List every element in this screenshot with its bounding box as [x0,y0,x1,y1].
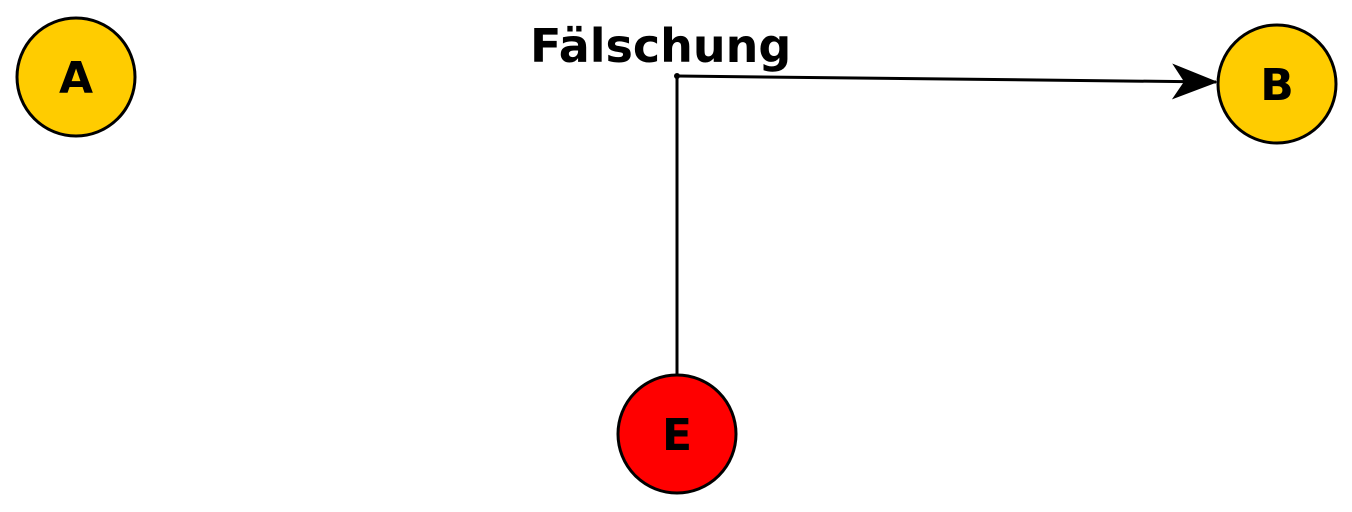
node-a-circle [15,16,137,138]
node-a-label: A [59,53,93,104]
edge-label: Fälschung [530,19,791,73]
node-b-circle [1216,23,1338,145]
edge-junction-dot [674,73,680,79]
node-b: B [1216,23,1338,145]
node-e: E [616,373,738,495]
node-b-label: B [1260,60,1294,111]
node-e-label: E [662,410,692,461]
edge-horizontal-arrow [676,63,1218,100]
node-a: A [15,16,137,138]
node-e-circle [616,373,738,495]
